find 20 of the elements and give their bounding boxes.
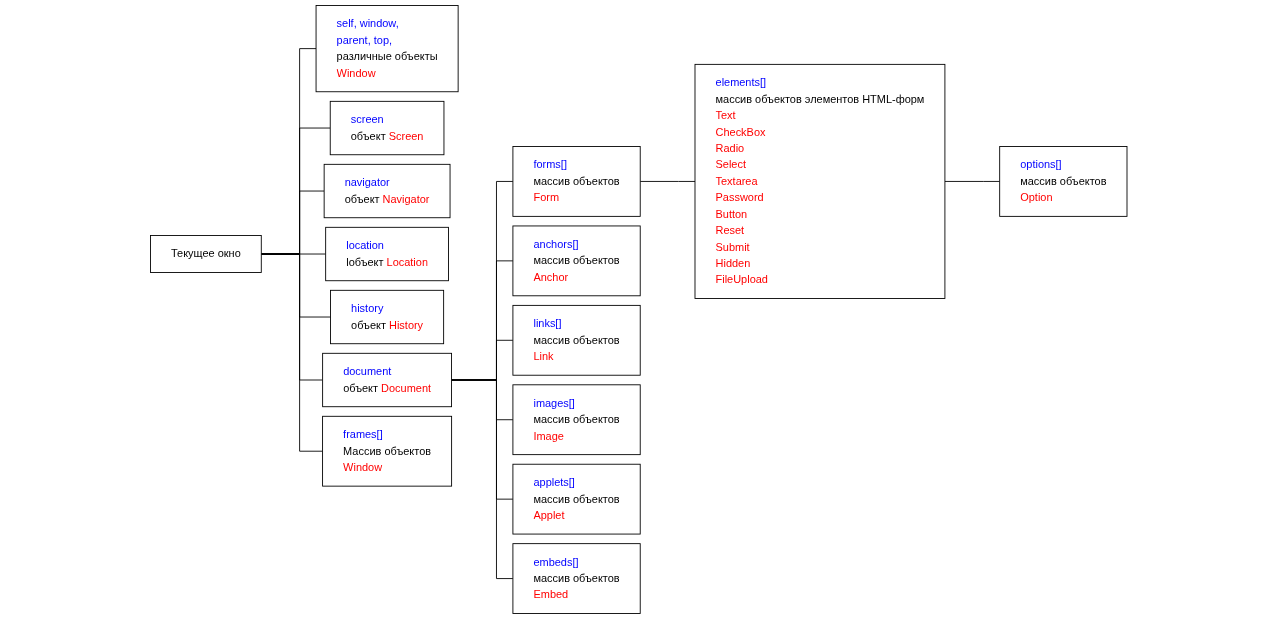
node-box: frames[] Массив объектов Window (321, 415, 452, 487)
node-box: navigator объект Navigator (323, 163, 451, 219)
node-box: applets[] массив объектов Applet (512, 463, 641, 535)
node-box: location lобъект Location (324, 226, 449, 282)
node-box: Текущее окно (149, 235, 262, 273)
node-box: document объект Document (321, 352, 452, 408)
node-box: images[] массив объектов Image (512, 384, 641, 456)
node-box: embeds[] массив объектов Embed (512, 543, 641, 614)
node-box: self, window, parent, top, различные объекты Window (315, 5, 459, 93)
connector (639, 181, 696, 182)
node-box: anchors[] массив объектов Anchor (512, 225, 641, 297)
node-box: links[] массив объектов Link (512, 304, 641, 376)
connector (450, 379, 514, 580)
connector (944, 181, 1000, 182)
node-box: options[] массив объектов Option (999, 146, 1128, 217)
node-box: forms[] массив объектов Form (512, 146, 641, 217)
connector (260, 253, 323, 452)
node-box: screen объект Screen (329, 100, 445, 156)
node-box: elements[] массив объектов элементов HTML-форм Text CheckBox Radio Select Textarea Password Button Reset Submit Hidden FileUpload (694, 63, 946, 299)
node-box: history объект History (329, 289, 444, 345)
